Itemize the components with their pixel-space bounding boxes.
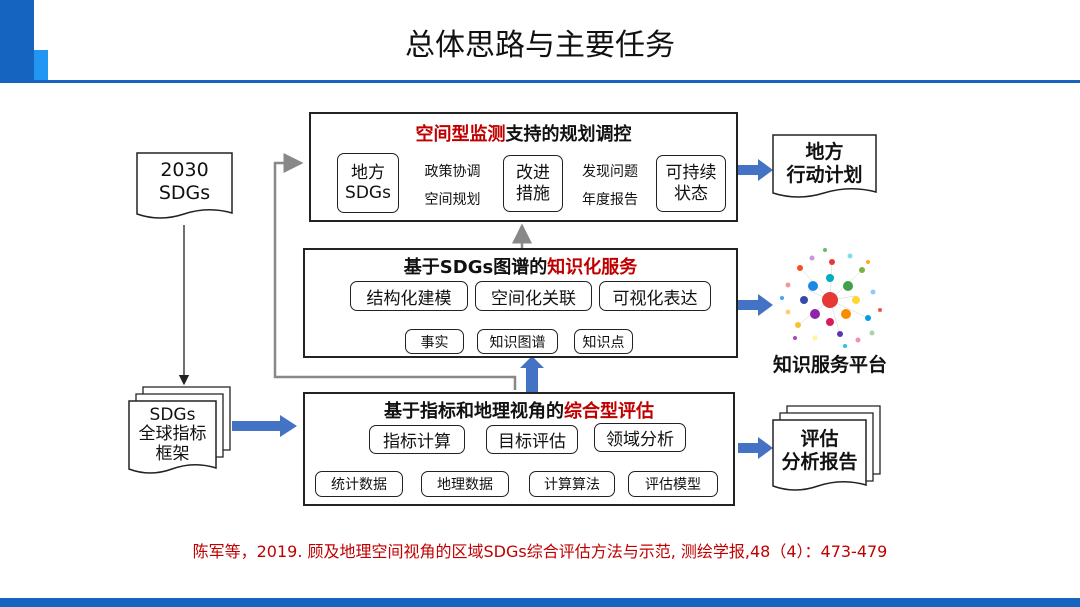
framework-line3: 框架 — [155, 443, 190, 464]
citation-reference: 陈军等，2019. 顾及地理空间视角的区域SDGs综合评估方法与示范, 测绘学报… — [192, 542, 888, 561]
action-line2: 行动计划 — [786, 164, 863, 186]
report-line1: 评估 — [800, 428, 839, 451]
top-title-red: 空间型监测 — [415, 124, 506, 145]
local-sdgs-line2: SDGs — [345, 183, 391, 203]
doc-shape-framework — [128, 400, 217, 474]
knowledge-network-graphic — [780, 248, 882, 348]
output-knowledge-platform: 知识服务平台 — [772, 354, 887, 376]
box-knowledge-graph: 知识图谱 — [477, 329, 558, 354]
bot-frame-title: 基于指标和地理视角的综合型评估 — [303, 397, 735, 423]
doc-shape-report — [772, 419, 867, 491]
local-sdgs-line1: 地方 — [350, 162, 385, 183]
box-target-evaluation: 目标评估 — [486, 425, 578, 454]
box-visual-expression: 可视化表达 — [599, 281, 711, 311]
box-structured-modeling: 结构化建模 — [350, 281, 468, 311]
top-title-rest: 支持的规划调控 — [505, 124, 632, 145]
action-line1: 地方 — [805, 141, 844, 164]
output-evaluation-report: 评估分析报告 — [773, 422, 866, 480]
bot-title-red: 综合型评估 — [564, 401, 654, 422]
box-evaluation-models: 评估模型 — [628, 471, 718, 497]
label-discover-problems: 发现问题 — [582, 164, 638, 180]
label-spatial-planning: 空间规划 — [424, 192, 481, 208]
sustainable-line1: 可持续 — [665, 163, 717, 184]
box-improve-measures: 改进措施 — [503, 155, 563, 212]
box-spatial-association: 空间化关联 — [475, 281, 592, 311]
blue-arrow-to-report — [738, 437, 773, 459]
box-statistical-data: 统计数据 — [315, 471, 403, 497]
framework-line2: 全球指标 — [138, 424, 207, 445]
improve-line1: 改进 — [516, 163, 550, 184]
blue-arrow-to-platform — [738, 294, 773, 316]
page-title: 总体思路与主要任务 — [405, 28, 675, 63]
blue-arrow-eval-to-knowledge — [520, 356, 544, 392]
doc-shape-action — [772, 134, 877, 198]
doc-shape-2030sdgs — [136, 152, 233, 219]
blue-arrow-framework-to-eval — [232, 415, 297, 437]
framework-line1: SDGs — [149, 404, 196, 425]
label-annual-report: 年度报告 — [582, 192, 638, 208]
doc-2030-line1: 2030 — [160, 159, 209, 182]
bot-title-rest: 基于指标和地理视角的 — [384, 401, 564, 422]
header-accent-bar — [0, 0, 34, 80]
blue-block-arrows — [232, 159, 773, 459]
blue-arrow-to-action — [738, 159, 773, 181]
header-accent-square — [34, 50, 48, 80]
box-sustainable-state: 可持续状态 — [656, 155, 726, 212]
top-frame-title: 空间型监测支持的规划调控 — [309, 120, 738, 146]
label-policy-coordination: 政策协调 — [424, 164, 481, 180]
mid-title-red: 知识化服务 — [547, 257, 638, 278]
box-geographic-data: 地理数据 — [421, 471, 509, 497]
mid-title-rest: 基于SDGs图谱的 — [403, 257, 548, 278]
output-local-action-plan: 地方行动计划 — [773, 138, 876, 190]
box-facts: 事实 — [405, 329, 464, 354]
box-knowledge-points: 知识点 — [574, 329, 633, 354]
box-computing-algorithms: 计算算法 — [529, 471, 615, 497]
improve-line2: 措施 — [516, 183, 550, 204]
sustainable-line2: 状态 — [674, 183, 708, 204]
arrow-feedback-loop — [273, 153, 517, 390]
doc-2030-line2: SDGs — [158, 182, 211, 204]
mid-frame-title: 基于SDGs图谱的知识化服务 — [303, 253, 738, 279]
box-domain-analysis: 领域分析 — [594, 423, 686, 452]
report-line2: 分析报告 — [781, 451, 858, 473]
box-indicator-calculation: 指标计算 — [369, 425, 465, 454]
header-divider — [0, 80, 1080, 83]
footer-divider — [0, 598, 1080, 607]
